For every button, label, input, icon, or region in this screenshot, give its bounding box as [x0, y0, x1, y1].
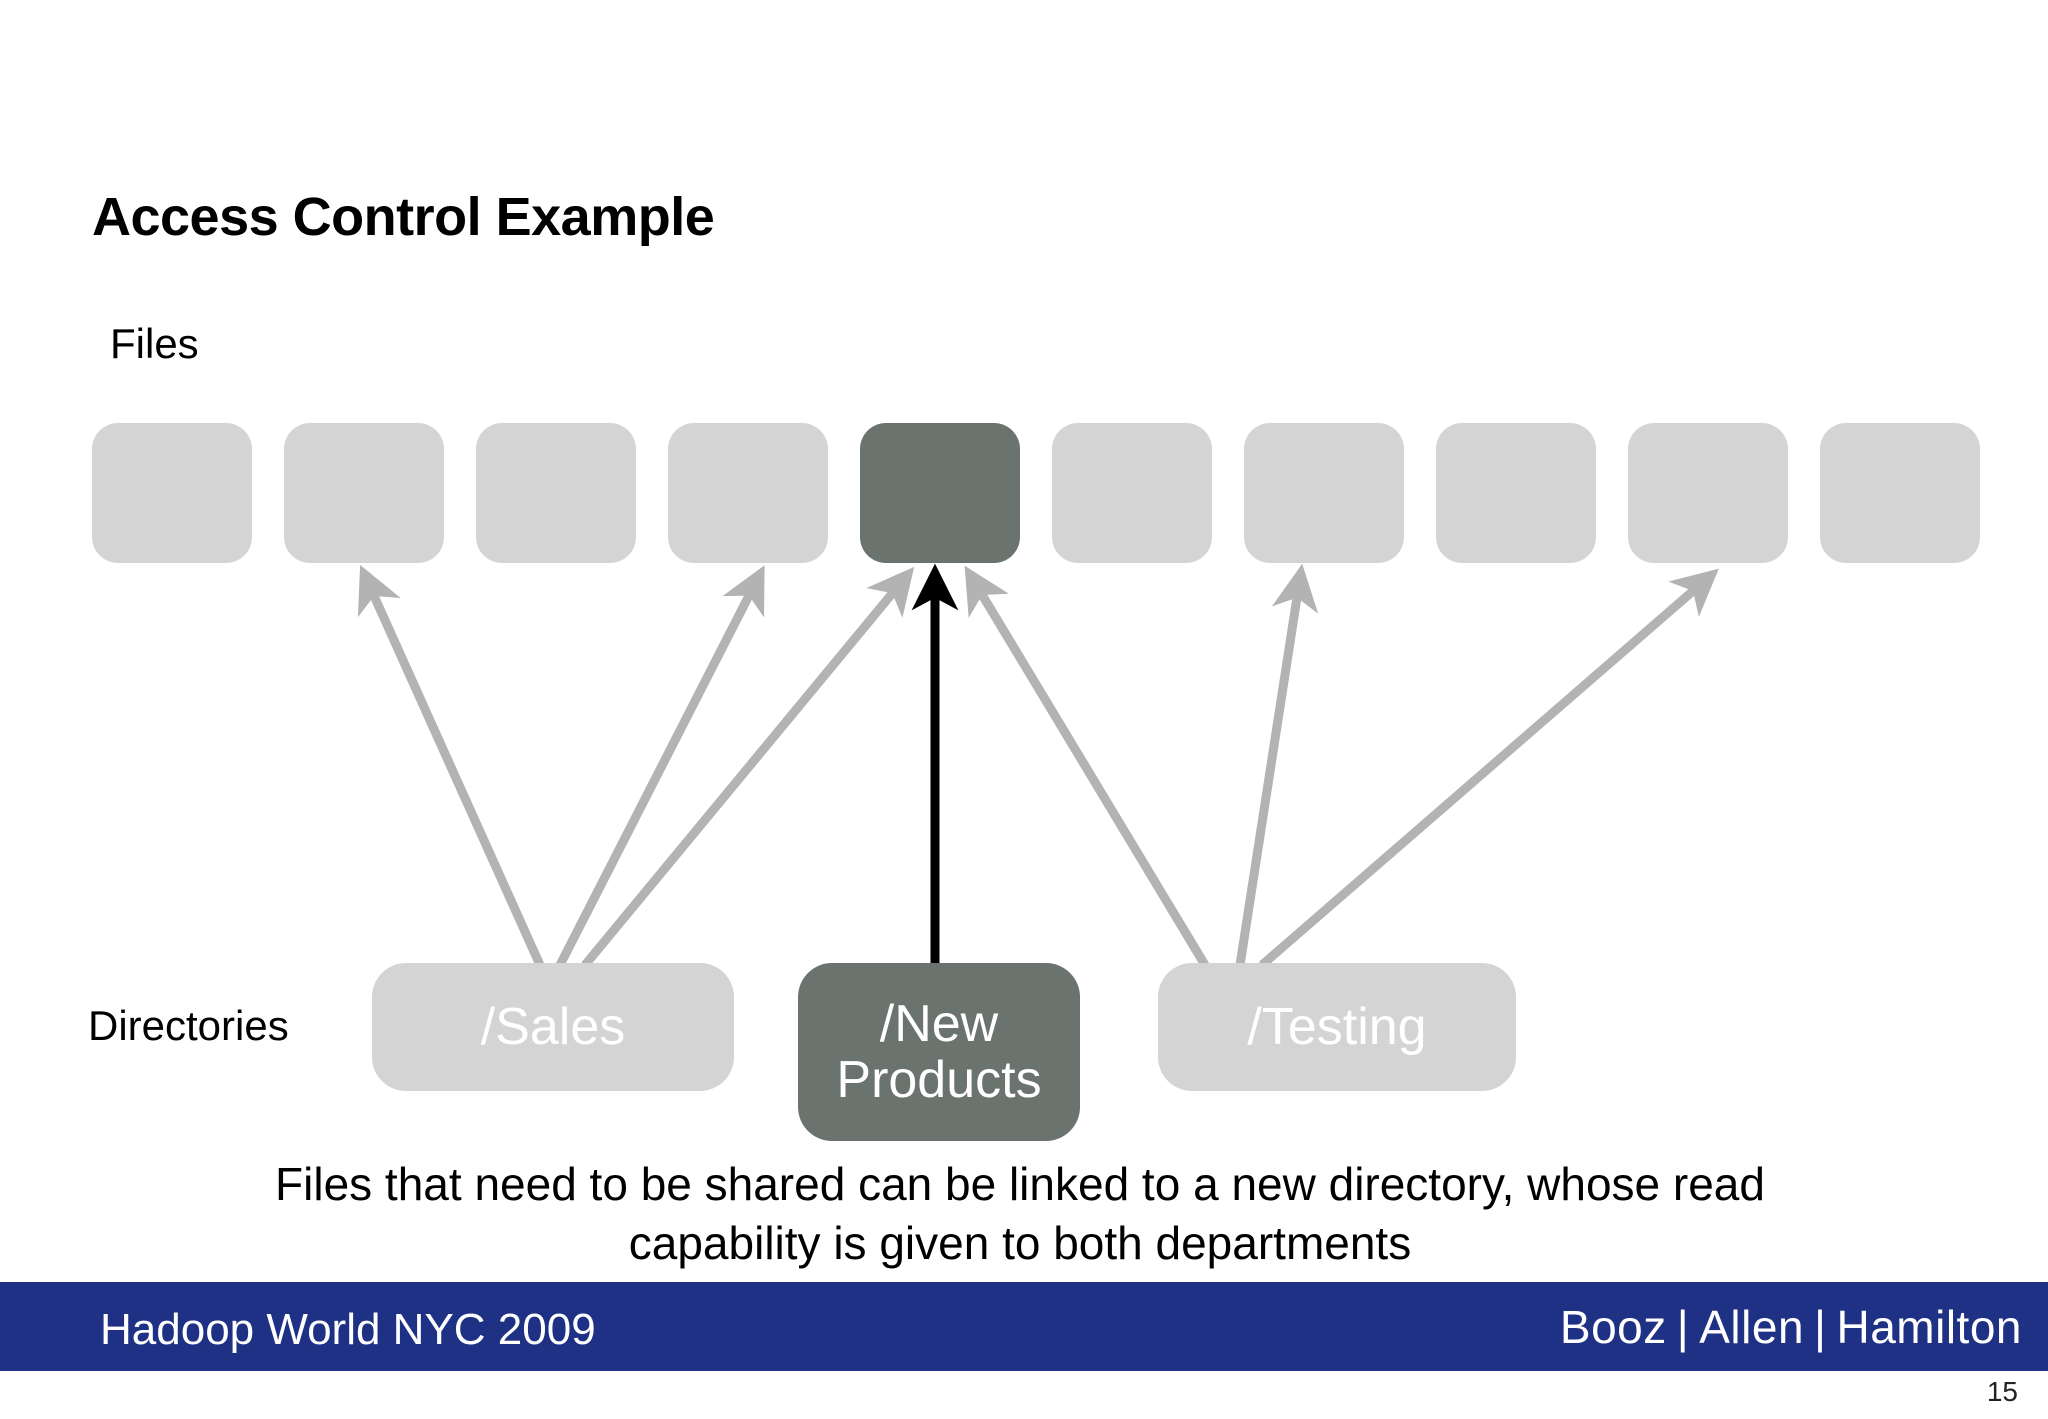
logo-word-allen: Allen [1699, 1301, 1805, 1353]
logo-word-booz: Booz [1559, 1301, 1667, 1353]
arrow-testing-to-file-7 [1235, 563, 1319, 966]
page-title: Access Control Example [92, 187, 715, 247]
files-row [0, 423, 2048, 563]
page-number: 15 [1986, 1376, 2018, 1407]
booz-allen-hamilton-logo: Booz|Allen|Hamilton [1560, 1300, 2022, 1354]
caption: Files that need to be shared can be link… [120, 1155, 1920, 1273]
file-box-6[interactable] [1052, 423, 1212, 563]
logo-separator-1: | [1676, 1301, 1690, 1353]
arrow-testing-to-file-9 [1259, 568, 1719, 969]
arrow-testing-to-file-5 [964, 565, 1209, 968]
file-box-7[interactable] [1244, 423, 1404, 563]
directory-box-sales[interactable]: /Sales [372, 963, 734, 1091]
file-box-5-highlighted[interactable] [860, 423, 1020, 563]
file-box-4[interactable] [668, 423, 828, 563]
directory-label-testing: /Testing [1247, 998, 1427, 1056]
file-box-10[interactable] [1820, 423, 1980, 563]
logo-separator-2: | [1814, 1301, 1827, 1353]
directory-label-sales: /Sales [480, 998, 626, 1056]
logo-word-hamilton: Hamilton [1836, 1301, 2022, 1353]
file-box-1[interactable] [92, 423, 252, 563]
caption-line-1: Files that need to be shared can be link… [275, 1158, 1765, 1210]
caption-line-2: capability is given to both departments [628, 1216, 1412, 1269]
files-row-label: Files [110, 320, 199, 367]
file-box-8[interactable] [1436, 423, 1596, 563]
footer-event-title: Hadoop World NYC 2009 [100, 1305, 596, 1354]
file-box-2[interactable] [284, 423, 444, 563]
directory-box-testing[interactable]: /Testing [1158, 963, 1516, 1091]
arrow-sales-to-file-5 [581, 566, 915, 968]
arrow-sales-to-file-4 [555, 565, 765, 968]
footer-bar [0, 1282, 2048, 1371]
directories-row-label: Directories [88, 1002, 289, 1049]
file-box-9[interactable] [1628, 423, 1788, 563]
file-box-3[interactable] [476, 423, 636, 563]
arrow-sales-to-file-2 [357, 564, 545, 967]
